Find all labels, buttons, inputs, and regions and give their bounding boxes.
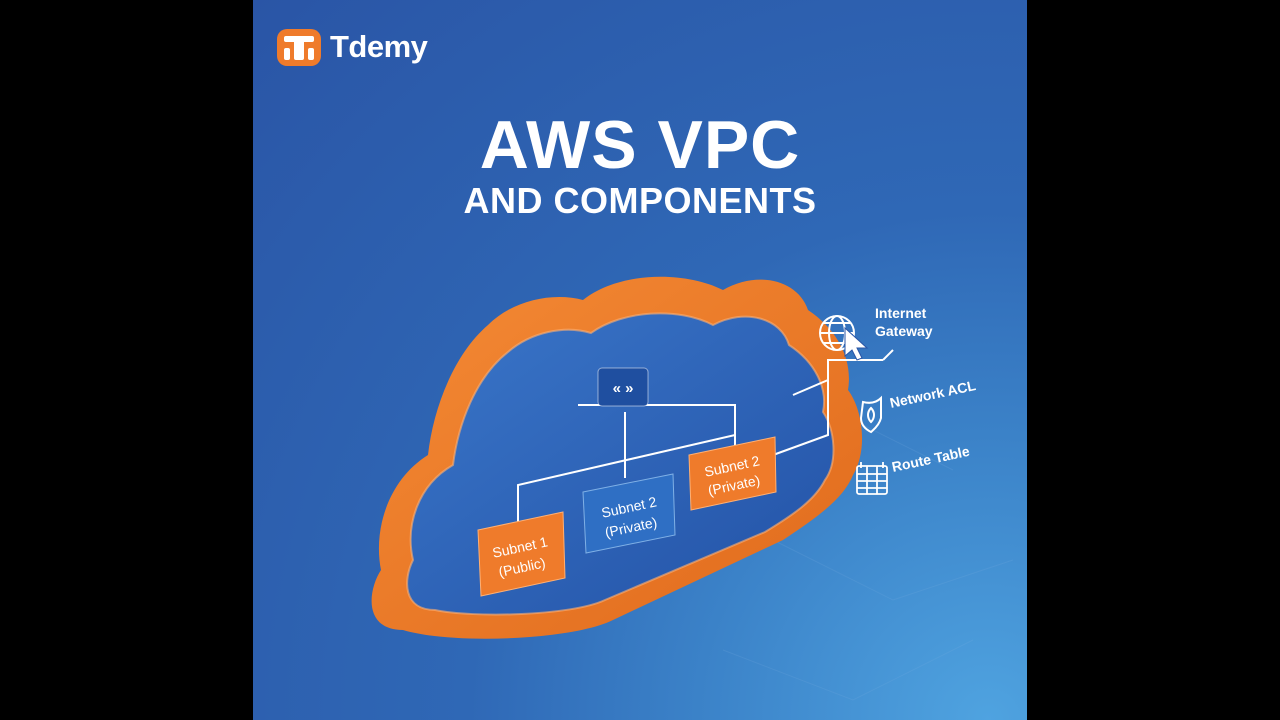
acl-label: Network ACL [888,377,977,411]
router-box: « » [597,367,649,407]
gateway-label-line1: Internet [875,305,927,321]
shield-flame-icon [859,395,882,434]
brand-name: Tdemy [330,29,428,64]
vpc-diagram: « » Subnet 1 (Public) Subnet 2 (Private)… [371,276,1014,701]
network-acl: Network ACL [859,377,978,434]
brand-logo: Tdemy [276,26,428,68]
subnet-2-private-blue: Subnet 2 (Private) [582,473,676,554]
page-title: AWS VPC [479,107,801,183]
slide-panel: Tdemy AWS VPC AND COMPONENTS [253,0,1027,720]
internet-gateway: Internet Gateway [819,305,933,361]
cursor-icon [844,326,869,361]
router-glyph: « » [613,380,634,397]
route-table-label: Route Table [890,443,971,475]
tdemy-logo-icon [277,29,321,66]
subnet-1-public: Subnet 1 (Public) [477,511,566,597]
gateway-label-line2: Gateway [875,323,933,339]
background-network [722,419,1014,701]
page-subtitle: AND COMPONENTS [463,180,817,221]
subnet-2-private-orange: Subnet 2 (Private) [688,436,777,511]
table-icon [856,462,888,495]
